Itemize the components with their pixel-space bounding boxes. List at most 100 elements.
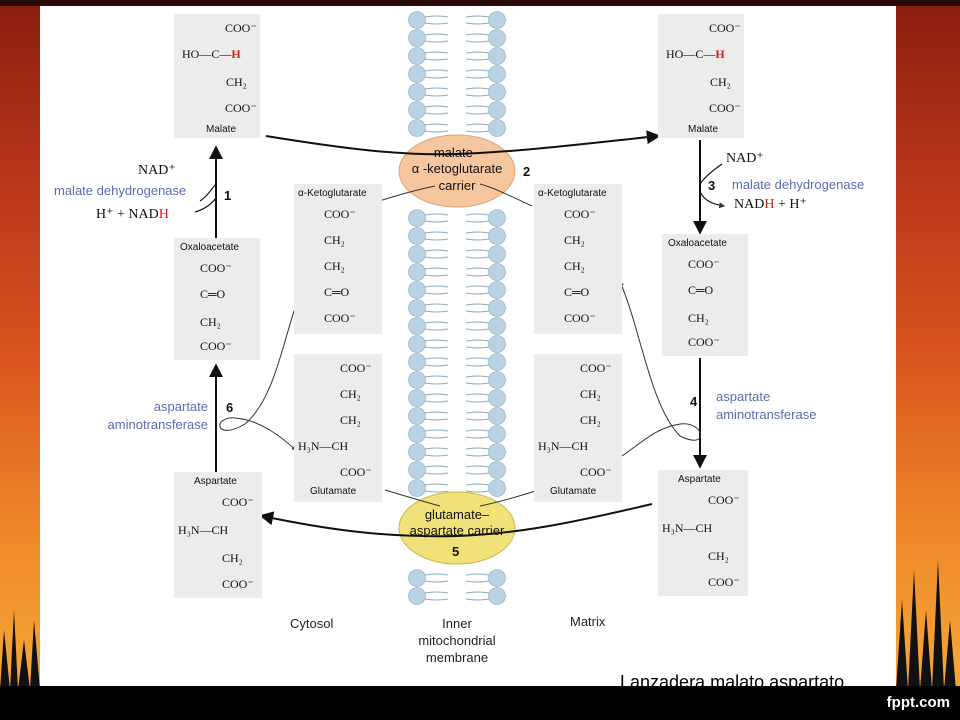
malate-cyt-l4: COO⁻ (225, 101, 257, 115)
oaa-mat-l3: CH₂ (688, 311, 709, 325)
membrane-bilayer (194, 11, 896, 605)
akg-mat-l4: C═O (564, 285, 590, 299)
lipid-tail (424, 375, 449, 378)
lipid-tail (424, 591, 449, 594)
lipid-tail (424, 51, 449, 54)
carrier-bottom-label: glutamate– aspartate carrier (399, 507, 515, 540)
lipid-head (488, 227, 506, 245)
malate-mat-l1: COO⁻ (709, 21, 741, 35)
enzyme-ast-right: aspartate aminotransferase (716, 388, 816, 423)
lipid-tail (465, 94, 490, 97)
lipid-head (408, 569, 426, 587)
lipid-tail (424, 436, 449, 439)
lipid-tail (465, 483, 490, 486)
malate-cyt-l1: COO⁻ (225, 21, 257, 35)
lipid-tail (465, 580, 490, 583)
oaa-cyt-l3: CH₂ (200, 315, 221, 329)
cytosol-label: Cytosol (290, 616, 334, 631)
nad-left: NAD⁺ (138, 163, 176, 178)
malate-cytosol-box: COO⁻ HO—C—H CH₂ COO⁻ Malate (174, 14, 260, 138)
lipid-tail (465, 105, 490, 108)
step1-number: 1 (224, 188, 232, 203)
grass-left-decoration (0, 610, 40, 690)
lipid-tail (465, 591, 490, 594)
lipid-tail (465, 238, 490, 241)
akg-cyt-l1: COO⁻ (324, 207, 356, 221)
lipid-tail (465, 310, 490, 313)
lipid-tail (465, 292, 490, 295)
lipid-tail (424, 400, 449, 403)
lipid-tail (465, 69, 490, 72)
akg-mat-l1: COO⁻ (564, 207, 596, 221)
lipid-tail (424, 483, 449, 486)
malate-mat-l3: CH₂ (710, 75, 731, 89)
lipid-head (488, 461, 506, 479)
lipid-tail (465, 436, 490, 439)
malate-matrix-box: COO⁻ HO—C—H CH₂ COO⁻ Malate (658, 14, 744, 138)
lipid-head (488, 389, 506, 407)
lipid-tail (465, 328, 490, 331)
top-bar (0, 0, 960, 6)
lipid-head (488, 335, 506, 353)
asp-cyt-l3: CH₂ (222, 551, 243, 565)
lipid-tail (424, 22, 449, 25)
lipid-tail (465, 411, 490, 414)
lipid-head (408, 371, 426, 389)
bottom-bar (0, 686, 960, 720)
lipid-tail (424, 411, 449, 414)
enzyme-ast-left: aspartate aminotransferase (90, 398, 208, 433)
nadh-left: H⁺ + NAD (96, 207, 159, 222)
glu-mat-l5: COO⁻ (580, 465, 612, 479)
carrier-top-line2: α -ketoglutarate (411, 161, 503, 177)
lipid-head (488, 245, 506, 263)
lipid-tail (424, 580, 449, 583)
asp-mat-l1: COO⁻ (708, 493, 740, 507)
nad-right: NAD⁺ (726, 151, 764, 166)
lipid-tail (465, 472, 490, 475)
lipid-tail (424, 267, 449, 270)
lipid-tail (465, 375, 490, 378)
lipid-tail (424, 213, 449, 216)
lipid-tail (465, 213, 490, 216)
lipid-tail (424, 328, 449, 331)
lipid-head (408, 443, 426, 461)
lipid-head (408, 461, 426, 479)
lipid-tail (424, 357, 449, 360)
glu-cyt-l2: CH₂ (340, 387, 361, 401)
lipid-tail (424, 105, 449, 108)
lipid-tail (424, 339, 449, 342)
carrier-bottom-line1: glutamate– (424, 507, 490, 522)
lipid-head (488, 209, 506, 227)
malate-cyt-l2: HO—C— (182, 47, 232, 61)
lipid-tail (424, 321, 449, 324)
lipid-tail (424, 220, 449, 223)
carrier-top-label: malate– α -ketoglutarate carrier (399, 145, 515, 194)
lipid-tail (465, 400, 490, 403)
enzyme-mdh-left: malate dehydrogenase (54, 183, 187, 198)
akg-mat-l3: CH₂ (564, 259, 585, 273)
lipid-head (408, 101, 426, 119)
lipid-tail (424, 382, 449, 385)
lipid-tail (424, 429, 449, 432)
lipid-head (488, 101, 506, 119)
lipid-head (408, 29, 426, 47)
oaa-mat-l2: C═O (688, 283, 714, 297)
lipid-head (408, 389, 426, 407)
membrane-label-line3: membrane (425, 649, 489, 665)
oaa-mat-l4: COO⁻ (688, 335, 720, 349)
aspartate-matrix-box: Aspartate COO⁻ H₃N—CH CH₂ COO⁻ (658, 470, 748, 596)
malate-mat-h-highlight: H (715, 47, 725, 61)
akg-cyt-l5: COO⁻ (324, 311, 356, 325)
lipid-tail (465, 40, 490, 43)
lipid-head (408, 65, 426, 83)
akg-cytosol-box: α-Ketoglutarate COO⁻ CH₂ CH₂ C═O COO⁻ (294, 184, 382, 334)
lipid-head (408, 209, 426, 227)
nadh-right-h: H (764, 197, 775, 212)
lipid-tail (465, 339, 490, 342)
enzyme-ast-left-line1: aspartate (153, 399, 208, 414)
enzyme-ast-right-line2: aminotransferase (716, 406, 817, 422)
lipid-head (408, 47, 426, 65)
slide-canvas: malate– α -ketoglutarate carrier 2 gluta… (40, 6, 896, 686)
lipid-head (408, 335, 426, 353)
glu-mat-l4: H₃N—CH (538, 439, 589, 453)
